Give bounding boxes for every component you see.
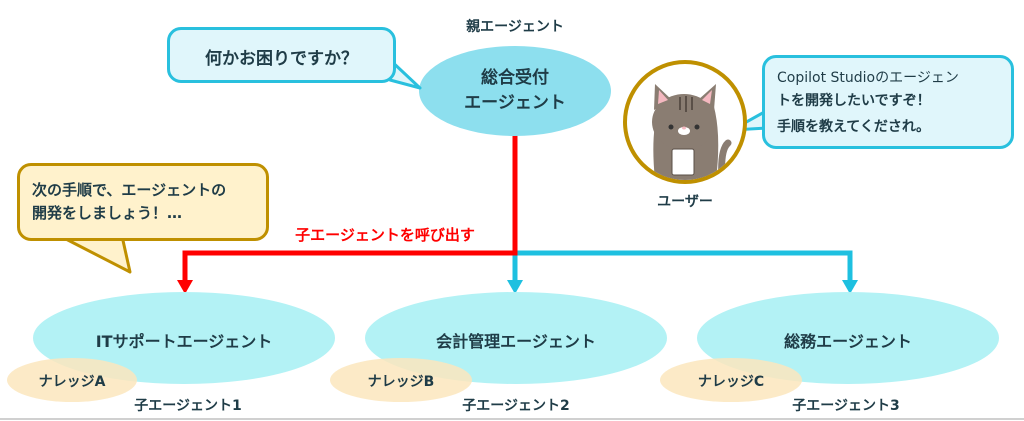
cat-avatar-icon [623, 60, 747, 184]
child-agent-name: 会計管理エージェント [436, 332, 596, 351]
user-speech-line2: トを開発したいですぞ！ [777, 93, 931, 109]
knowledge-ellipse [660, 358, 802, 402]
child-agent-ellipse [33, 292, 335, 384]
knowledge-label: ナレッジA [38, 374, 106, 390]
arrow-down-icon [507, 280, 523, 294]
child-agent-caption: 子エージェント2 [462, 398, 570, 414]
arrow-down-icon [177, 280, 193, 294]
user-speech-line3: 手順を教えてくだされ。 [777, 119, 931, 135]
child-agent-name: 総務エージェント [784, 332, 912, 351]
parent-agent-caption: 親エージェント [466, 19, 564, 35]
parent-instruction-line1: 次の手順で、エージェントの [32, 181, 227, 199]
parent-instruction-line2: 開発をしましょう！… [32, 204, 183, 222]
blue-connector [515, 250, 853, 283]
knowledge-label: ナレッジC [697, 374, 765, 390]
parent-agent-ellipse [419, 46, 611, 136]
parent-speech-text: 何かお困りですか？ [205, 49, 358, 69]
child-agent-ellipse [365, 292, 667, 384]
arrow-down-icon [842, 280, 858, 294]
parent-speech-bubble: 何かお困りですか？ [167, 27, 396, 83]
user-speech-bubble: Copilot Studioのエージェン トを開発したいですぞ！ 手順を教えてく… [762, 55, 1014, 149]
parent-agent-label-line1: 総合受付 [481, 68, 549, 88]
parent-agent-label-line2: エージェント [464, 93, 566, 113]
knowledge-ellipse [330, 358, 472, 402]
child-agent-ellipse [697, 292, 999, 384]
knowledge-ellipse [7, 358, 137, 402]
bubble-tail [58, 234, 132, 274]
parent-agent-label: 総合受付 エージェント [435, 66, 595, 116]
knowledge-label: ナレッジB [367, 374, 435, 390]
child-agent-name: ITサポートエージェント [95, 332, 273, 351]
call-child-label: 子エージェントを呼び出す [295, 226, 475, 244]
child-agent-caption: 子エージェント3 [792, 398, 900, 414]
user-speech-line1: Copilot Studioのエージェン [777, 70, 959, 86]
user-label: ユーザー [657, 194, 713, 210]
child-agent-caption: 子エージェント1 [134, 398, 242, 414]
parent-instruction-bubble: 次の手順で、エージェントの 開発をしましょう！… [17, 163, 269, 241]
red-connector [182, 135, 518, 283]
